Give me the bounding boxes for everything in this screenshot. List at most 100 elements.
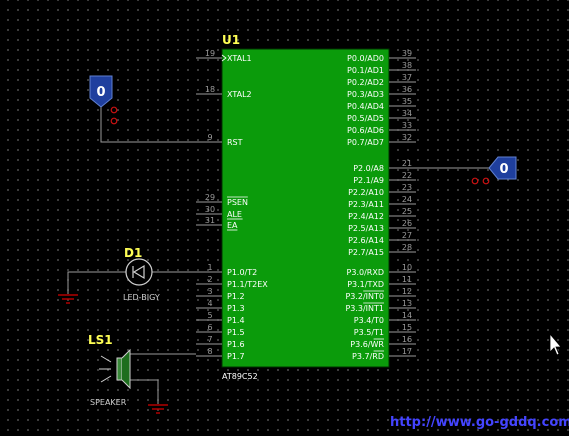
wire-rst (100, 107, 196, 143)
chip-pin-name: P2.7/A15 (348, 248, 384, 257)
ground-led-icon (58, 294, 78, 304)
chip-pin-name: P3.4/T0 (354, 316, 384, 325)
chip-pin-number: 17 (402, 347, 412, 356)
chip-pin-number: 30 (205, 205, 215, 214)
logic-state-right-toggle-icon[interactable] (471, 177, 479, 185)
chip-pin-name: P3.2/INT0 (345, 292, 384, 301)
chip-pin-number: 34 (402, 109, 412, 118)
chip-pin-6[interactable]: 6P1.5 (196, 323, 245, 337)
chip-pin-number: 22 (402, 171, 412, 180)
chip-pin-number: 24 (402, 195, 412, 204)
chip-pin-name: P2.0/A8 (353, 164, 384, 173)
chip-pin-number: 7 (207, 335, 212, 344)
chip-pin-number: 25 (402, 207, 412, 216)
logic-state-left[interactable]: 0 (89, 75, 118, 125)
led-ref-label: D1 (124, 246, 142, 260)
chip-pin-number: 38 (402, 61, 412, 70)
chip-pin-number: 36 (402, 85, 412, 94)
speaker-ls1[interactable]: LS1 SPEAKER (88, 333, 131, 407)
led-d1[interactable]: D1 LED-BIGY (123, 246, 160, 302)
logic-state-left-toggle-icon-2[interactable] (110, 117, 118, 125)
chip-pin-number: 19 (205, 49, 215, 58)
chip-pin-5[interactable]: 5P1.4 (196, 311, 245, 325)
chip-pin-number: 27 (402, 231, 412, 240)
chip-pin-name: P1.0/T2 (227, 268, 257, 277)
chip-pin-name: P2.1/A9 (353, 176, 384, 185)
chip-pin-1[interactable]: 1P1.0/T2 (196, 263, 257, 277)
logic-state-right-value: 0 (499, 162, 508, 177)
chip-pin-number: 33 (402, 121, 412, 130)
logic-state-left-toggle-icon[interactable] (110, 106, 118, 114)
logic-state-left-shape (89, 75, 113, 108)
chip-pin-name: P1.3 (227, 304, 245, 313)
logic-state-right[interactable]: 0 (471, 156, 517, 185)
logic-state-right-toggle-icon-2[interactable] (482, 177, 490, 185)
chip-pin-number: 3 (207, 287, 212, 296)
chip-pin-name: EA (227, 221, 238, 230)
chip-pin-name: P0.0/AD0 (347, 54, 384, 63)
chip-pin-number: 21 (402, 159, 412, 168)
chip-pin-name: P3.6/WR (350, 340, 384, 349)
chip-body[interactable] (221, 48, 390, 368)
chip-pin-number: 31 (205, 216, 215, 225)
chip-pin-name: PSEN (227, 198, 248, 207)
chip-pin-name: P0.6/AD6 (347, 126, 384, 135)
led-diode-icon (132, 264, 145, 280)
chip-pin-8[interactable]: 8P1.7 (196, 347, 245, 361)
chip-pin-4[interactable]: 4P1.3 (196, 299, 245, 313)
chip-pin-3[interactable]: 3P1.2 (196, 287, 245, 301)
chip-pin-7[interactable]: 7P1.6 (196, 335, 245, 349)
chip-pin-number: 35 (402, 97, 412, 106)
chip-part-label: AT89C52 (222, 372, 258, 381)
chip-pin-2[interactable]: 2P1.1/T2EX (196, 275, 268, 289)
chip-pin-name: P1.7 (227, 352, 245, 361)
logic-state-left-value: 0 (96, 85, 105, 100)
chip-pin-number: 1 (207, 263, 212, 272)
chip-pin-name: P2.3/A11 (348, 200, 384, 209)
wires (67, 107, 489, 404)
ground-speaker-icon (148, 404, 168, 414)
chip-pin-number: 14 (402, 311, 412, 320)
chip-pin-name: P1.6 (227, 340, 245, 349)
chip-pin-name: XTAL2 (227, 90, 252, 99)
chip-pin-number: 8 (207, 347, 212, 356)
led-body-icon (125, 258, 153, 286)
chip-pin-number: 28 (402, 243, 412, 252)
chip-pin-number: 12 (402, 287, 412, 296)
chip-pin-number: 26 (402, 219, 412, 228)
chip-pin-name: P0.1/AD1 (347, 66, 384, 75)
wire-speaker-ground (130, 379, 159, 404)
chip-pin-name: RST (227, 138, 243, 147)
